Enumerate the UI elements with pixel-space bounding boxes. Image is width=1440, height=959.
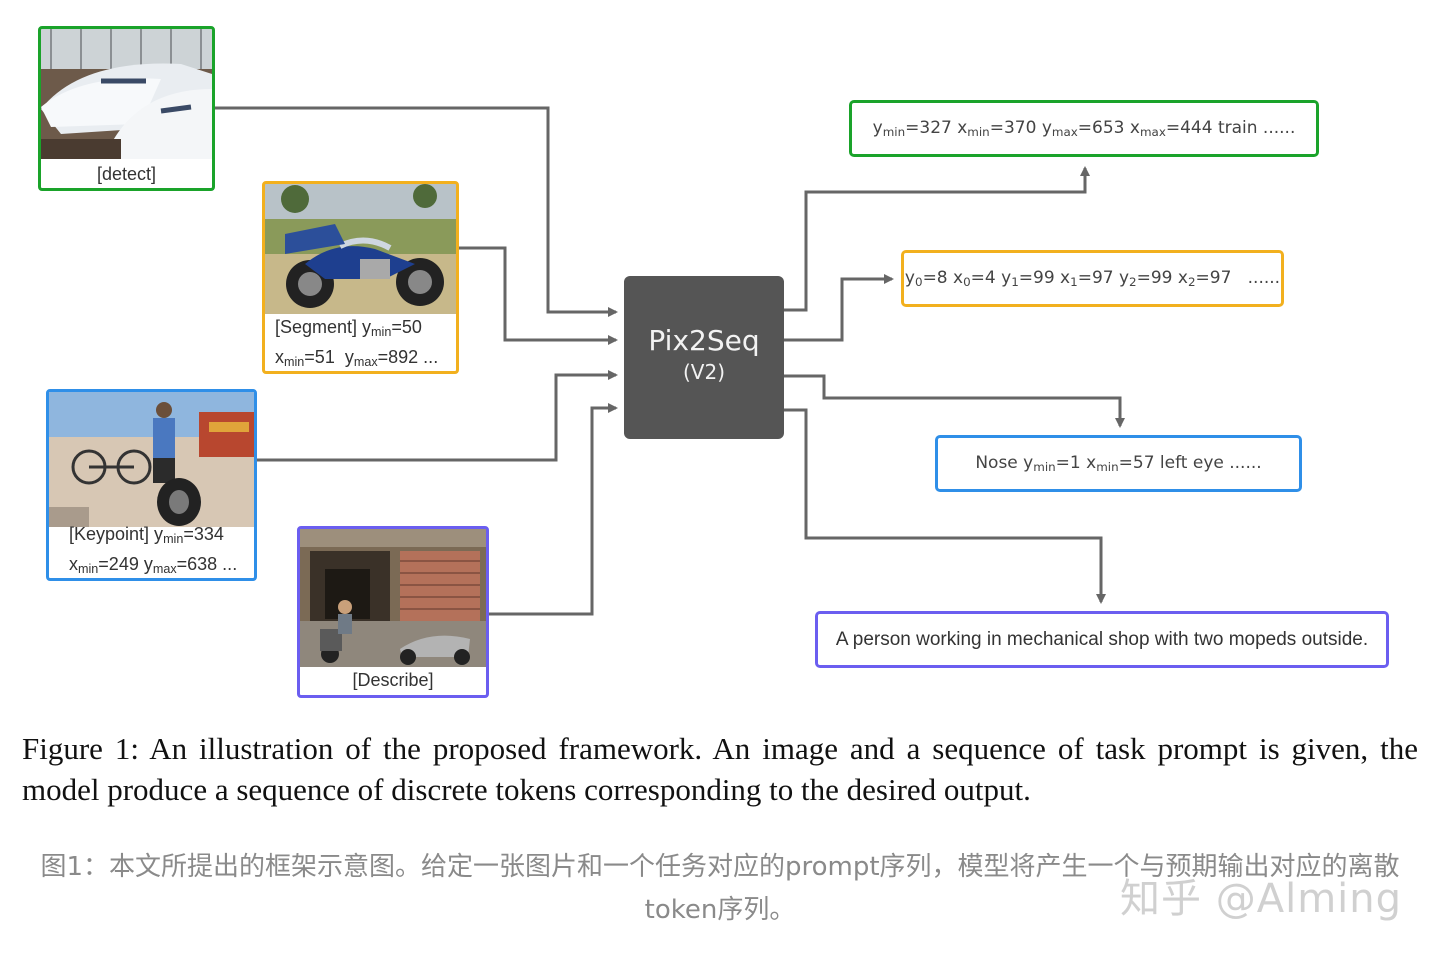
arrow-model-to-segment-output	[784, 274, 894, 342]
motorcycle-photo	[265, 184, 456, 314]
input-keypoint-caption-line1: [Keypoint] ymin=334	[69, 524, 224, 547]
output-describe-text: A person working in mechanical shop with…	[835, 628, 1369, 650]
arrow-model-to-keypoint-output	[784, 374, 1125, 428]
output-segment-box: y0=8 x0=4 y1=99 x1=97 y2=99 x2=97 ......	[901, 250, 1284, 307]
cyclist-photo	[49, 392, 254, 527]
input-detect-caption: [detect]	[96, 164, 157, 184]
input-segment-caption-line1: [Segment] ymin=50	[275, 317, 422, 340]
input-detect-panel: [detect]	[38, 26, 215, 191]
input-describe-panel: [Describe]	[297, 526, 489, 698]
output-keypoint-text: Nose ymin=1 xmin=57 left eye ......	[975, 453, 1262, 474]
input-segment-caption: [Segment] ymin=50 xmin=51 ymax=892 ...	[265, 315, 456, 371]
arrow-describe-to-model	[488, 403, 618, 616]
workshop-photo	[300, 529, 486, 667]
arrow-model-to-describe-output	[784, 408, 1106, 604]
output-detect-box: ymin=327 xmin=370 ymax=653 xmax=444 trai…	[849, 100, 1319, 157]
input-describe-caption: [Describe]	[352, 670, 434, 690]
output-detect-text: ymin=327 xmin=370 ymax=653 xmax=444 trai…	[872, 118, 1296, 139]
output-segment-text: y0=8 x0=4 y1=99 x1=97 y2=99 x2=97 ......	[904, 268, 1281, 289]
model-subtitle: (V2)	[682, 360, 725, 384]
arrow-model-to-detect-output	[784, 166, 1090, 312]
arrow-layer	[214, 106, 1125, 616]
input-segment-panel: [Segment] ymin=50 xmin=51 ymax=892 ...	[262, 181, 459, 374]
arrow-segment-to-model	[458, 246, 618, 345]
arrow-keypoint-to-model	[256, 370, 618, 462]
watermark: 知乎 @Alming	[1120, 876, 1403, 922]
figure-caption: Figure 1: An illustration of the propose…	[22, 731, 1418, 807]
input-keypoint-caption-line2: xmin=249 ymax=638 ...	[69, 554, 238, 577]
output-describe-box: A person working in mechanical shop with…	[815, 611, 1389, 668]
input-keypoint-caption: [Keypoint] ymin=334 xmin=249 ymax=638 ..…	[49, 522, 254, 578]
arrow-detect-to-model	[214, 106, 618, 317]
input-segment-caption-line2: xmin=51 ymax=892 ...	[275, 347, 439, 370]
train-photo	[41, 29, 212, 159]
model-title: Pix2Seq	[648, 324, 760, 357]
chinese-caption: 图1：本文所提出的框架示意图。给定一张图片和一个任务对应的prompt序列，模型…	[40, 852, 1400, 925]
pix2seq-model-box: Pix2Seq (V2)	[624, 276, 784, 439]
output-keypoint-box: Nose ymin=1 xmin=57 left eye ......	[935, 435, 1302, 492]
input-keypoint-panel: [Keypoint] ymin=334 xmin=249 ymax=638 ..…	[46, 389, 257, 581]
framework-diagram: [detect] [Segment] ymin=50 xmin=51 ymax=…	[38, 26, 1389, 698]
